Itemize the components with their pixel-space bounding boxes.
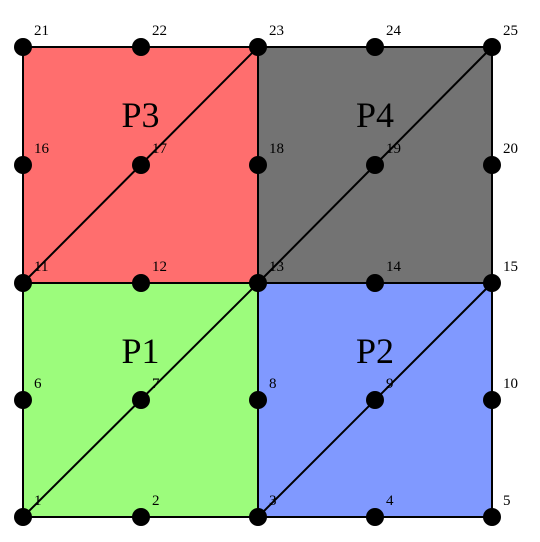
node-3-marker xyxy=(249,508,267,526)
node-20-marker xyxy=(483,156,501,174)
node-24-label: 24 xyxy=(386,23,402,39)
node-6-marker xyxy=(14,391,32,409)
node-15-label: 15 xyxy=(503,259,518,275)
node-4-marker xyxy=(366,508,384,526)
region-label-p4: P4 xyxy=(356,95,394,135)
node-17-marker xyxy=(132,156,150,174)
node-2-label: 2 xyxy=(152,493,160,509)
node-21-label: 21 xyxy=(34,23,49,39)
node-1-label: 1 xyxy=(34,493,42,509)
node-22-label: 22 xyxy=(152,23,167,39)
node-12-marker xyxy=(132,274,150,292)
region-label-layer: P1 P2 P3 P4 xyxy=(122,95,395,371)
node-5-marker xyxy=(483,508,501,526)
node-5-label: 5 xyxy=(503,493,511,509)
node-23-label: 23 xyxy=(269,23,284,39)
node-4-label: 4 xyxy=(386,493,394,509)
node-16-marker xyxy=(14,156,32,174)
node-19-label: 19 xyxy=(386,141,401,157)
node-10-marker xyxy=(483,391,501,409)
node-3-label: 3 xyxy=(269,493,277,509)
node-6-label: 6 xyxy=(34,376,42,392)
node-7-label: 7 xyxy=(152,376,160,392)
node-2-marker xyxy=(132,508,150,526)
node-7-marker xyxy=(132,391,150,409)
node-9-marker xyxy=(366,391,384,409)
node-18-label: 18 xyxy=(269,141,284,157)
region-label-p3: P3 xyxy=(122,95,160,135)
node-14-marker xyxy=(366,274,384,292)
node-9-label: 9 xyxy=(386,376,394,392)
node-15-marker xyxy=(483,274,501,292)
node-21-marker xyxy=(14,38,32,56)
node-22-marker xyxy=(132,38,150,56)
node-19-marker xyxy=(366,156,384,174)
node-25-label: 25 xyxy=(503,23,518,39)
node-8-marker xyxy=(249,391,267,409)
node-11-label: 11 xyxy=(34,259,48,275)
region-label-p1: P1 xyxy=(122,331,160,371)
node-8-label: 8 xyxy=(269,376,277,392)
node-24-marker xyxy=(366,38,384,56)
node-10-label: 10 xyxy=(503,376,518,392)
node-14-label: 14 xyxy=(386,259,402,275)
node-18-marker xyxy=(249,156,267,174)
node-23-marker xyxy=(249,38,267,56)
node-11-marker xyxy=(14,274,32,292)
node-20-label: 20 xyxy=(503,141,518,157)
node-13-label: 13 xyxy=(269,259,284,275)
node-16-label: 16 xyxy=(34,141,50,157)
node-17-label: 17 xyxy=(152,141,168,157)
region-label-p2: P2 xyxy=(356,331,394,371)
node-25-marker xyxy=(483,38,501,56)
node-1-marker xyxy=(14,508,32,526)
node-13-marker xyxy=(249,274,267,292)
node-12-label: 12 xyxy=(152,259,167,275)
